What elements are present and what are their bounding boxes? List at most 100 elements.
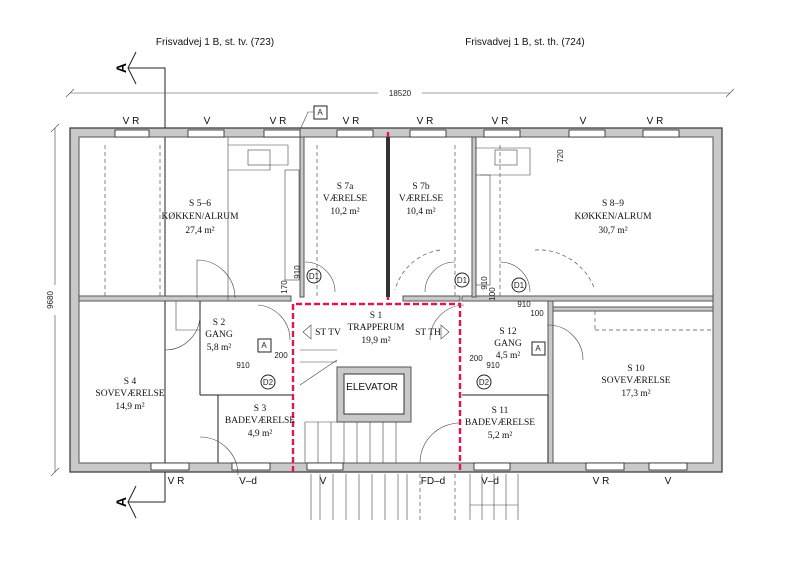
svg-text:S 10: S 10 bbox=[627, 364, 644, 374]
svg-text:910: 910 bbox=[480, 276, 489, 290]
svg-text:BADEVÆRELSE: BADEVÆRELSE bbox=[465, 418, 535, 428]
svg-text:KØKKEN/ALRUM: KØKKEN/ALRUM bbox=[161, 212, 239, 222]
svg-text:SOVEVÆRELSE: SOVEVÆRELSE bbox=[95, 389, 164, 399]
svg-text:30,7 m²: 30,7 m² bbox=[598, 226, 627, 236]
svg-text:GANG: GANG bbox=[494, 339, 522, 349]
section-marker-top: A bbox=[113, 51, 166, 300]
svg-text:D1: D1 bbox=[457, 276, 468, 285]
svg-text:S 11: S 11 bbox=[492, 406, 509, 416]
room-s2: S 2 GANG 5,8 m² bbox=[205, 318, 233, 353]
room-s8-9: S 8–9 KØKKEN/ALRUM 30,7 m² bbox=[574, 199, 652, 236]
svg-text:V R: V R bbox=[168, 476, 185, 487]
svg-text:S 7a: S 7a bbox=[337, 182, 354, 192]
svg-text:D2: D2 bbox=[479, 378, 490, 387]
svg-text:BADEVÆRELSE: BADEVÆRELSE bbox=[225, 416, 295, 426]
svg-text:D2: D2 bbox=[263, 378, 274, 387]
svg-text:4,9 m²: 4,9 m² bbox=[248, 429, 273, 439]
window-labels-top: V R V V R V R V R V R V V R bbox=[123, 116, 664, 127]
svg-text:V R: V R bbox=[270, 116, 287, 127]
svg-text:S 3: S 3 bbox=[254, 404, 267, 414]
svg-text:170: 170 bbox=[280, 280, 289, 294]
svg-text:V–d: V–d bbox=[239, 476, 257, 487]
svg-text:KØKKEN/ALRUM: KØKKEN/ALRUM bbox=[574, 212, 652, 222]
svg-text:V: V bbox=[665, 476, 672, 487]
svg-text:910: 910 bbox=[236, 361, 250, 370]
svg-text:10,4 m²: 10,4 m² bbox=[406, 207, 435, 217]
svg-text:S 2: S 2 bbox=[213, 318, 226, 328]
svg-text:S 7b: S 7b bbox=[412, 182, 429, 192]
svg-text:VÆRELSE: VÆRELSE bbox=[399, 194, 444, 204]
svg-text:14,9 m²: 14,9 m² bbox=[115, 402, 144, 412]
room-s1: S 1 TRAPPERUM 19,9 m² bbox=[347, 311, 405, 346]
svg-text:A: A bbox=[261, 341, 267, 350]
room-s7b: S 7b VÆRELSE 10,4 m² bbox=[399, 182, 444, 217]
door-tags: D1 D1 D1 D2 D2 bbox=[260, 268, 527, 390]
svg-text:910: 910 bbox=[293, 265, 302, 279]
svg-text:FD–d: FD–d bbox=[421, 476, 445, 487]
room-s3: S 3 BADEVÆRELSE 4,9 m² bbox=[225, 404, 295, 439]
stair-label-right: ST TH bbox=[415, 328, 441, 338]
svg-text:S 4: S 4 bbox=[124, 377, 137, 387]
svg-text:V–d: V–d bbox=[481, 476, 499, 487]
svg-text:A: A bbox=[113, 497, 129, 507]
svg-text:V: V bbox=[204, 116, 211, 127]
depth-dimension: 9680 bbox=[46, 123, 60, 477]
svg-text:V: V bbox=[580, 116, 587, 127]
svg-text:A: A bbox=[113, 63, 129, 73]
svg-text:TRAPPERUM: TRAPPERUM bbox=[347, 323, 405, 333]
svg-text:910: 910 bbox=[486, 361, 500, 370]
svg-text:V R: V R bbox=[417, 116, 434, 127]
room-s10: S 10 SOVEVÆRELSE 17,3 m² bbox=[601, 364, 670, 399]
svg-text:V R: V R bbox=[343, 116, 360, 127]
room-s11: S 11 BADEVÆRELSE 5,2 m² bbox=[465, 406, 535, 441]
svg-text:S 12: S 12 bbox=[499, 327, 516, 337]
stair-label-left: ST TV bbox=[315, 328, 341, 338]
svg-text:V R: V R bbox=[492, 116, 509, 127]
room-s7a: S 7a VÆRELSE 10,2 m² bbox=[323, 182, 368, 217]
room-s5-6: S 5–6 KØKKEN/ALRUM 27,4 m² bbox=[161, 199, 239, 236]
svg-text:5,8 m²: 5,8 m² bbox=[207, 343, 232, 353]
interior-walls bbox=[78, 136, 714, 464]
room-s4: S 4 SOVEVÆRELSE 14,9 m² bbox=[95, 377, 164, 412]
window-labels-bottom: V R V–d V FD–d V–d V R V bbox=[168, 476, 672, 487]
svg-text:910: 910 bbox=[517, 300, 531, 309]
svg-text:17,3 m²: 17,3 m² bbox=[621, 389, 650, 399]
svg-text:D1: D1 bbox=[514, 281, 525, 290]
windows-top bbox=[114, 129, 680, 138]
svg-text:27,4 m²: 27,4 m² bbox=[185, 226, 214, 236]
svg-text:SOVEVÆRELSE: SOVEVÆRELSE bbox=[601, 376, 670, 386]
left-unit-label: Frisvadvej 1 B, st. tv. (723) bbox=[156, 37, 274, 48]
right-unit-label: Frisvadvej 1 B, st. th. (724) bbox=[465, 37, 585, 48]
svg-text:200: 200 bbox=[469, 354, 483, 363]
svg-text:200: 200 bbox=[274, 351, 288, 360]
svg-text:19,9 m²: 19,9 m² bbox=[361, 336, 390, 346]
width-dimension: 18520 bbox=[65, 88, 735, 98]
svg-text:9680: 9680 bbox=[46, 291, 55, 309]
svg-text:V R: V R bbox=[593, 476, 610, 487]
svg-text:10,2 m²: 10,2 m² bbox=[330, 207, 359, 217]
svg-text:5,2 m²: 5,2 m² bbox=[488, 431, 513, 441]
partitions bbox=[104, 137, 713, 476]
svg-text:VÆRELSE: VÆRELSE bbox=[323, 194, 368, 204]
svg-text:A: A bbox=[317, 108, 323, 117]
detail-dimensions: 910 170 910 100 910 100 720 200 910 200 … bbox=[236, 149, 565, 370]
svg-text:V: V bbox=[320, 476, 327, 487]
svg-text:V R: V R bbox=[123, 116, 140, 127]
party-wall bbox=[386, 137, 390, 297]
stair-arrows bbox=[302, 324, 450, 340]
svg-text:GANG: GANG bbox=[205, 330, 233, 340]
svg-text:100: 100 bbox=[488, 287, 497, 301]
elevator-label: ELEVATOR bbox=[346, 382, 398, 393]
svg-text:S 1: S 1 bbox=[370, 311, 383, 321]
svg-text:18520: 18520 bbox=[389, 89, 412, 98]
svg-text:S 8–9: S 8–9 bbox=[602, 199, 624, 209]
detail-tags: A A A bbox=[257, 105, 546, 356]
svg-text:100: 100 bbox=[530, 309, 544, 318]
svg-text:720: 720 bbox=[556, 149, 565, 163]
room-s12: S 12 GANG 4,5 m² bbox=[494, 327, 522, 361]
windows-bottom bbox=[150, 462, 688, 471]
svg-text:S 5–6: S 5–6 bbox=[189, 199, 211, 209]
svg-text:4,5 m²: 4,5 m² bbox=[496, 351, 521, 361]
staircase bbox=[299, 349, 519, 520]
